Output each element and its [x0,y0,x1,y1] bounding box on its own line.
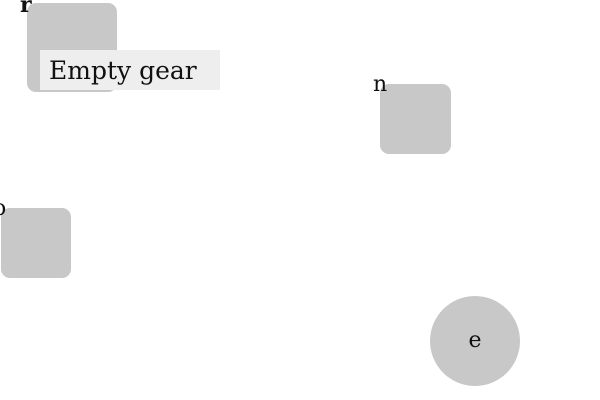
slot-label-r: r [20,0,32,18]
gear-slot-n[interactable] [380,84,451,154]
draggable-gear-e[interactable]: e [430,296,520,386]
tooltip: Empty gear [40,50,220,90]
slot-label-n: n [373,72,388,97]
slot-label-o: o [0,198,6,220]
gear-label-e: e [468,328,482,353]
gear-slot-o[interactable] [1,208,71,278]
